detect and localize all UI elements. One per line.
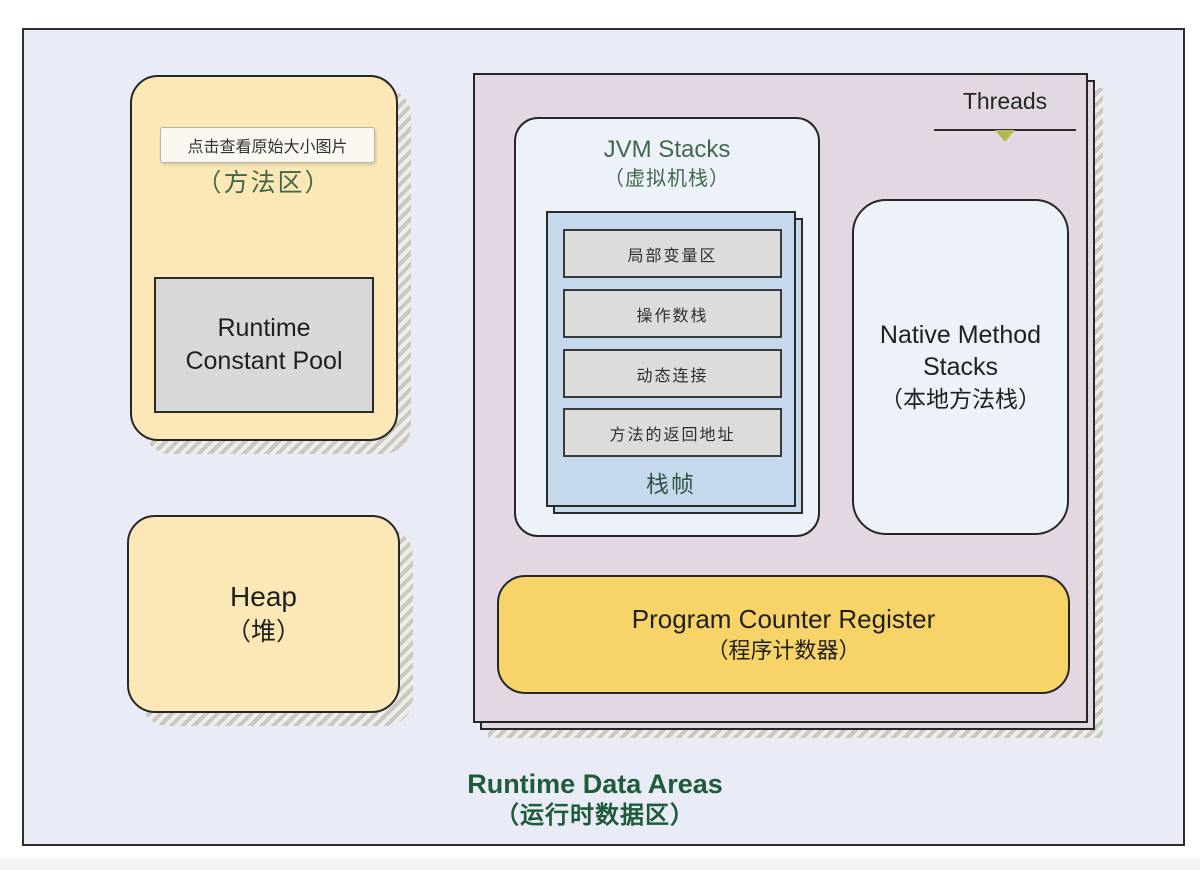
native-method-stacks-line1: Native Method [879,321,1042,349]
heap-label: Heap [230,581,297,612]
runtime-constant-pool-line1: Runtime [217,314,311,342]
heap-label-cn: （堆） [225,618,301,646]
slot-method-return-address: 方法的返回地址 [563,408,782,457]
method-area-label-cn: （方法区） [196,169,332,197]
caption-line2: （运行时数据区） [495,802,695,829]
stack-frame-box: 局部变量区 操作数栈 动态连接 方法的返回地址 栈帧 [546,211,796,507]
pc-register-title-cn: （程序计数器） [706,638,861,663]
jvm-stacks-title: JVM Stacks [603,136,731,163]
page-bottom-strip [0,858,1200,870]
native-method-stacks-line3: （本地方法栈） [880,386,1041,412]
image-hover-tooltip: 点击查看原始大小图片 [160,127,375,163]
runtime-data-areas-group: Threads JVM Stacks （虚拟机栈） 局部变量区 操作数栈 动态连… [473,73,1103,738]
runtime-constant-pool-line2: Constant Pool [185,347,343,375]
caption: Runtime Data Areas （运行时数据区） [395,768,795,832]
native-method-stacks-line2: Stacks [922,353,999,381]
stack-frame-group: 局部变量区 操作数栈 动态连接 方法的返回地址 栈帧 [546,211,803,514]
runtime-constant-pool-box: Runtime Constant Pool [154,277,374,413]
threads-label: Threads [962,88,1048,114]
caption-line1: Runtime Data Areas [467,769,723,799]
pc-register-title: Program Counter Register [631,604,936,634]
native-method-stacks-box: Native Method Stacks （本地方法栈） [852,199,1069,535]
stack-frame-label: 栈帧 [646,471,696,497]
slot-local-variable-area: 局部变量区 [563,229,782,278]
pc-register-box: Program Counter Register （程序计数器） [497,575,1070,694]
threads-arrow-icon [995,130,1015,142]
slot-dynamic-linking: 动态连接 [563,349,782,398]
heap-group: Heap （堆） [127,515,413,726]
jvm-stacks-box: JVM Stacks （虚拟机栈） 局部变量区 操作数栈 动态连接 方法的返回地… [514,117,820,537]
heap-box: Heap （堆） [127,515,400,713]
jvm-stacks-title-cn: （虚拟机栈） [604,168,730,190]
runtime-data-areas-container: Threads JVM Stacks （虚拟机栈） 局部变量区 操作数栈 动态连… [473,73,1088,723]
slot-operand-stack: 操作数栈 [563,289,782,338]
tooltip-text: 点击查看原始大小图片 [187,139,348,156]
